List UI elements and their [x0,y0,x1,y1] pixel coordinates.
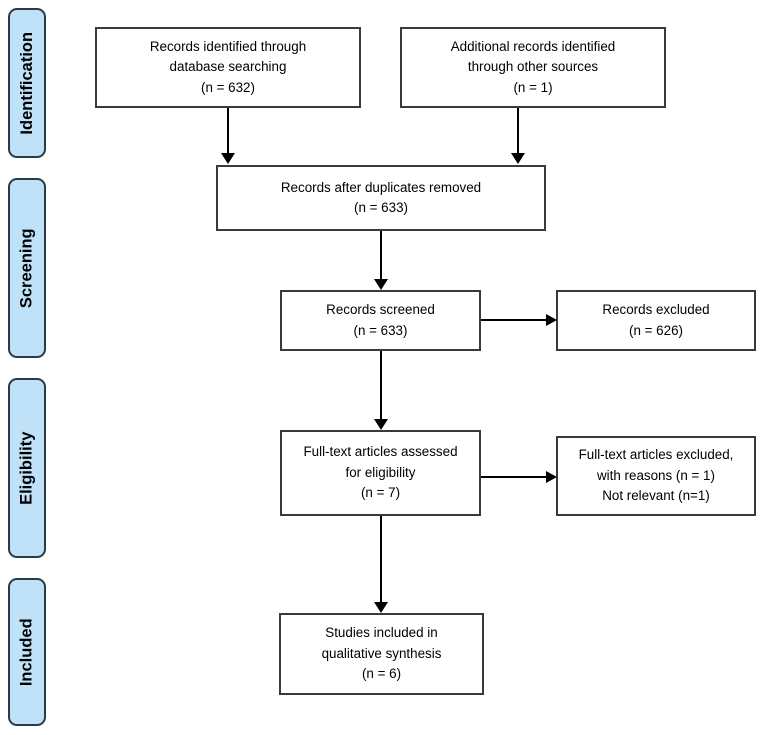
connector-identified-to-duplicates-line [227,108,229,153]
box-studies-included-text: Studies included in qualitative synthesi… [321,625,442,682]
phase-identification-label: Identification [17,31,36,135]
box-additional-records: Additional records identified through ot… [400,27,666,108]
connector-screened-to-excluded-arrow [546,314,557,326]
connector-duplicates-to-screened-arrow [374,279,388,290]
connector-screened-to-fulltext-line [380,351,382,419]
box-records-excluded: Records excluded (n = 626) [556,290,756,351]
box-records-screened-text: Records screened (n = 633) [326,302,435,338]
phase-included-label: Included [17,618,36,686]
box-records-after-duplicates: Records after duplicates removed (n = 63… [216,165,546,231]
box-records-screened: Records screened (n = 633) [280,290,481,351]
box-additional-records-text: Additional records identified through ot… [450,38,616,95]
box-records-after-duplicates-text: Records after duplicates removed (n = 63… [280,179,482,215]
box-fulltext-excluded-text: Full-text articles excluded, with reason… [578,447,734,504]
connector-screened-to-excluded-line [481,319,547,321]
box-fulltext-assessed-text: Full-text articles assessed for eligibil… [303,444,458,501]
connector-additional-to-duplicates-arrow [511,153,525,164]
connector-duplicates-to-screened-line [380,231,382,279]
connector-fulltext-to-excluded-line [481,476,547,478]
connector-fulltext-to-included-arrow [374,602,388,613]
phase-identification: Identification [8,8,46,158]
box-records-identified: Records identified through database sear… [95,27,361,108]
connector-screened-to-fulltext-arrow [374,419,388,430]
box-fulltext-assessed: Full-text articles assessed for eligibil… [280,430,481,516]
connector-identified-to-duplicates-arrow [221,153,235,164]
phase-eligibility: Eligibility [8,378,46,558]
phase-screening-label: Screening [17,228,36,308]
box-records-excluded-text: Records excluded (n = 626) [602,302,710,338]
box-studies-included: Studies included in qualitative synthesi… [279,613,484,695]
connector-additional-to-duplicates-line [517,108,519,153]
box-fulltext-excluded: Full-text articles excluded, with reason… [556,436,756,516]
connector-fulltext-to-included-line [380,516,382,602]
phase-eligibility-label: Eligibility [17,431,36,505]
phase-screening: Screening [8,178,46,358]
phase-included: Included [8,578,46,726]
box-records-identified-text: Records identified through database sear… [149,38,307,95]
connector-fulltext-to-excluded-arrow [546,471,557,483]
